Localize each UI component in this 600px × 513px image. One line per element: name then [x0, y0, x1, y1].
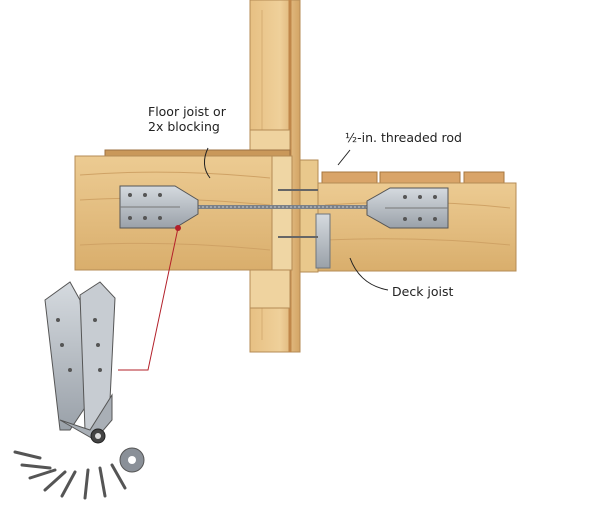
label-floor-joist-line2: 2x blocking	[148, 119, 220, 134]
screws	[13, 450, 127, 500]
hold-down-hardware-detail	[44, 281, 116, 444]
label-threaded-rod: ½-in. threaded rod	[345, 130, 462, 145]
label-floor-joist-line1: Floor joist or	[148, 104, 226, 119]
floor-joist	[74, 155, 293, 271]
decking	[321, 171, 505, 184]
subfloor	[104, 149, 291, 157]
leader-deck-joist	[349, 257, 389, 291]
hold-down-bracket-right	[366, 187, 449, 229]
label-floor-joist: Floor joist or 2x blocking	[148, 104, 226, 134]
callout-leader	[118, 227, 179, 371]
bottom-plate	[249, 269, 291, 309]
ledger-board	[299, 159, 319, 273]
joist-hanger	[315, 213, 331, 269]
label-deck-joist: Deck joist	[392, 284, 454, 299]
top-plate	[249, 129, 291, 153]
leader-threaded-rod	[337, 149, 351, 166]
hold-down-bracket-left	[119, 185, 199, 229]
leader-floor-joist	[204, 147, 211, 179]
